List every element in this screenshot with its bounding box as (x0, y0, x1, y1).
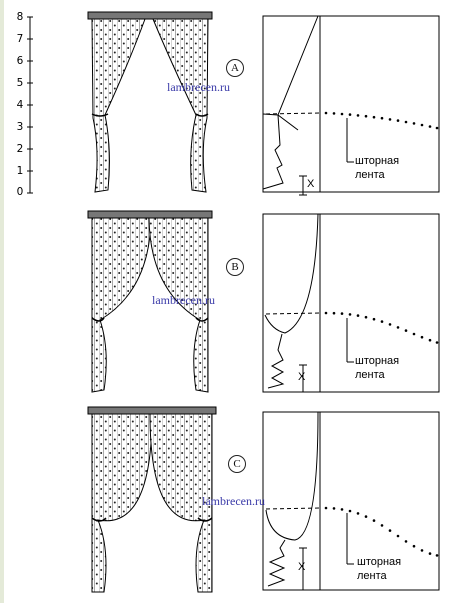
tape-label-b: шторная лента (355, 354, 399, 382)
panel-letter-c: C (228, 455, 246, 473)
tape-line-dots-c (324, 506, 439, 557)
tape-label-line: лента (357, 570, 387, 582)
scale-label: 1 (16, 165, 24, 177)
x-measure-label-c: X (298, 561, 306, 573)
tape-line-dots-b (324, 311, 439, 344)
tape-label-c: шторная лента (357, 555, 401, 583)
x-measure-label-a: X (307, 178, 315, 190)
scale-label: 6 (16, 55, 24, 67)
scale-label: 2 (16, 143, 24, 155)
scale-label: 8 (16, 11, 24, 23)
curtain-illustration-a (87, 11, 213, 193)
panel-letter-b: B (226, 258, 244, 276)
panel-letter-a: A (226, 59, 244, 77)
watermark: lambrecen.ru (167, 80, 230, 94)
scale-label: 4 (16, 99, 24, 111)
tape-label-line: шторная (357, 556, 402, 568)
scale-label: 7 (16, 33, 24, 45)
pattern-diagram-a (262, 15, 440, 196)
tape-label-line: шторная (355, 355, 400, 367)
scale-label: 3 (16, 121, 24, 133)
pattern-diagram-c (262, 411, 440, 591)
scale-label: 5 (16, 77, 24, 89)
x-measure-label-b: X (298, 371, 306, 383)
scale-label: 0 (16, 186, 24, 198)
scale-axis (27, 16, 33, 194)
pattern-diagram-b (262, 213, 440, 393)
tape-label-line: лента (355, 169, 385, 181)
tape-label-line: шторная (355, 155, 400, 167)
watermark: lambrecen.ru (152, 293, 215, 307)
tape-line-dots-a (324, 111, 439, 130)
tape-label-a: шторная лента (355, 154, 399, 182)
height-scale: 8 7 6 5 4 3 2 1 0 (0, 0, 60, 200)
page-edge-strip (0, 0, 4, 603)
tape-label-line: лента (355, 369, 385, 381)
curtain-illustration-c (87, 406, 217, 593)
watermark: lambrecen.ru (202, 494, 265, 508)
curtain-illustration-b (87, 210, 213, 393)
